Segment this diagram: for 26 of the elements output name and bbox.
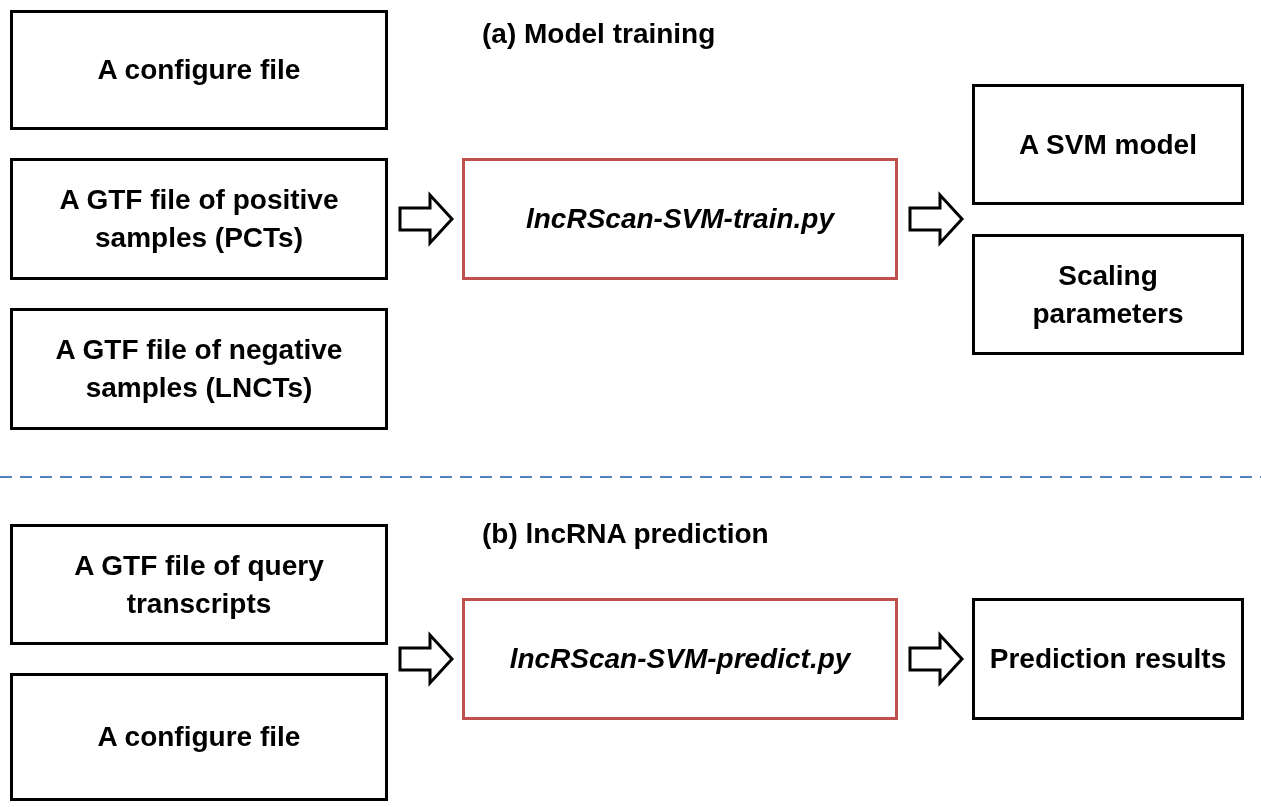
file-box [10,524,388,645]
file-box [972,234,1244,355]
block-arrow [398,631,455,687]
file-box [10,673,388,801]
box-label: A SVM model [1018,127,1198,162]
file-box [10,158,388,280]
script-box [462,598,898,720]
box-label: Scaling parameters [1031,258,1185,331]
file-box [972,84,1244,205]
box-label: A GTF file of negative samples (LNCTs) [54,333,344,405]
box-label: A configure file [96,720,302,754]
section-title: (b) lncRNA prediction [482,518,769,550]
file-box [10,308,388,430]
file-box [972,598,1244,720]
block-arrow [398,191,455,247]
block-arrow [908,191,965,247]
box-label: A configure file [96,53,302,87]
box-label: lncRScan-SVM-train.py [524,202,836,236]
file-box [10,10,388,130]
box-label: A GTF file of positive samples (PCTs) [58,183,340,255]
script-box [462,158,898,280]
box-label: A GTF file of query transcripts [73,548,325,621]
section-title: (a) Model training [482,18,716,50]
block-arrow [908,631,965,687]
box-label: Prediction results [988,642,1228,676]
box-label: lncRScan-SVM-predict.py [508,642,853,676]
